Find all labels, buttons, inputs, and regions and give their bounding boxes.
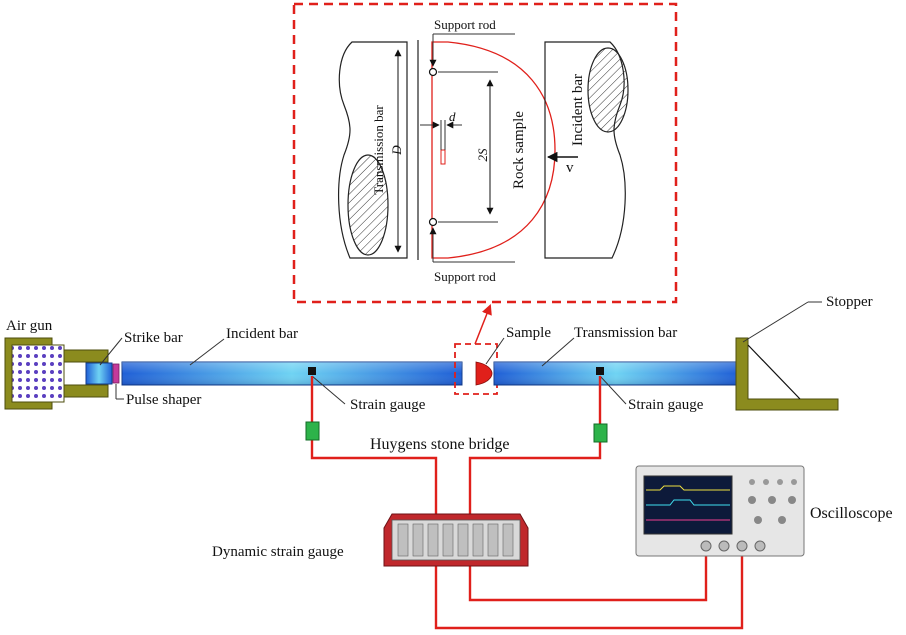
dynamic-strain-gauge-label: Dynamic strain gauge bbox=[212, 544, 344, 560]
detail-hatched-section-left bbox=[347, 154, 389, 256]
transmission-bar-label: Transmission bar bbox=[574, 325, 677, 341]
strain-gauge-right-marker bbox=[596, 367, 604, 375]
pulse-shaper-label: Pulse shaper bbox=[126, 392, 201, 408]
detail-rock-sample-label: Rock sample bbox=[511, 111, 527, 189]
air-gun-label: Air gun bbox=[6, 318, 53, 334]
sample-label: Sample bbox=[506, 325, 551, 341]
strain-gauge-left-label: Strain gauge bbox=[350, 397, 426, 413]
detail-callout-frame bbox=[292, 2, 678, 304]
sample-highlight-box bbox=[454, 343, 498, 395]
callout-pointer bbox=[474, 304, 492, 345]
stopper bbox=[735, 337, 839, 411]
support-rod-bottom-marker bbox=[428, 217, 438, 227]
sample bbox=[475, 361, 493, 386]
dynamic-strain-gauge-device bbox=[383, 513, 529, 567]
connector-right bbox=[593, 423, 608, 443]
connector-left bbox=[305, 421, 320, 441]
bridge-label: Huygens stone bridge bbox=[370, 436, 510, 453]
oscilloscope-knobs bbox=[748, 479, 797, 524]
strain-gauge-channel-slots bbox=[397, 523, 514, 557]
detail-transmission-bar-label: Transmission bar bbox=[371, 105, 386, 195]
detail-rock-sample bbox=[431, 41, 556, 259]
notch-width-label: d bbox=[449, 109, 456, 124]
detail-callout: Transmission bar D Support rod Support r… bbox=[292, 2, 678, 304]
support-rod-bottom-label: Support rod bbox=[434, 269, 496, 284]
velocity-label: v bbox=[566, 160, 574, 176]
strain-gauge-left-marker bbox=[308, 367, 316, 375]
support-rod-top-marker bbox=[428, 67, 438, 77]
strain-gauge-right-label: Strain gauge bbox=[628, 397, 704, 413]
oscilloscope-inputs bbox=[700, 540, 766, 552]
stopper-label: Stopper bbox=[826, 294, 873, 310]
detail-transmission-bar bbox=[338, 40, 419, 260]
strike-bar-label: Strike bar bbox=[124, 330, 183, 346]
diameter-label: D bbox=[389, 145, 404, 156]
detail-hatched-section-right bbox=[587, 47, 629, 133]
span-label: 2S bbox=[475, 148, 490, 162]
signal-wiring bbox=[310, 376, 744, 630]
air-gun-chamber bbox=[11, 344, 65, 403]
oscilloscope-label: Oscilloscope bbox=[810, 505, 893, 522]
detail-incident-bar bbox=[544, 41, 629, 259]
detail-notch bbox=[440, 149, 446, 165]
oscilloscope-device bbox=[635, 465, 805, 557]
incident-bar-label: Incident bar bbox=[226, 326, 298, 342]
leader-lines bbox=[99, 301, 822, 405]
detail-incident-bar-label: Incident bar bbox=[570, 74, 586, 146]
support-rod-top-label: Support rod bbox=[434, 17, 496, 32]
pulse-shaper bbox=[112, 363, 120, 384]
strike-bar bbox=[85, 362, 113, 385]
